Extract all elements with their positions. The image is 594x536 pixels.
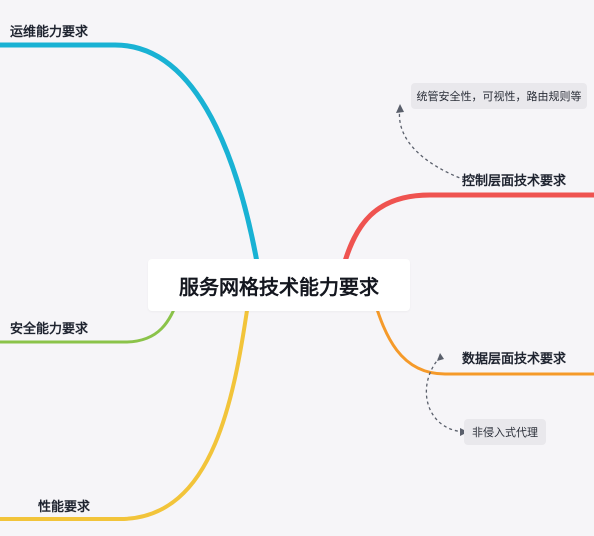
relation-arrowhead-data-plane-start [437, 353, 444, 361]
note-data-plane[interactable]: 非侵入式代理 [464, 419, 546, 445]
branch-label-control-plane[interactable]: 控制层面技术要求 [462, 174, 567, 189]
central-topic-label: 服务网格技术能力要求 [179, 274, 379, 299]
branch-label-data-plane[interactable]: 数据层面技术要求 [462, 352, 567, 367]
note-data-plane-text: 非侵入式代理 [472, 426, 538, 439]
relation-line-control-plane-note [398, 107, 466, 181]
central-topic[interactable]: 服务网格技术能力要求 [148, 259, 410, 311]
relation-line-data-plane-note [425, 356, 466, 433]
branch-label-performance[interactable]: 性能要求 [38, 500, 91, 515]
branch-label-security[interactable]: 安全能力要求 [10, 322, 89, 337]
branch-line-performance [0, 288, 252, 521]
branch-line-control-plane [340, 192, 594, 271]
branch-line-data-plane [372, 298, 594, 376]
note-control-plane-text: 统管安全性，可视性，路由规则等 [416, 90, 582, 103]
branch-line-ops [0, 42, 265, 295]
branch-label-ops[interactable]: 运维能力要求 [10, 25, 89, 40]
note-control-plane[interactable]: 统管安全性，可视性，路由规则等 [411, 83, 587, 109]
relation-arrowhead-control-plane-note [396, 104, 404, 113]
